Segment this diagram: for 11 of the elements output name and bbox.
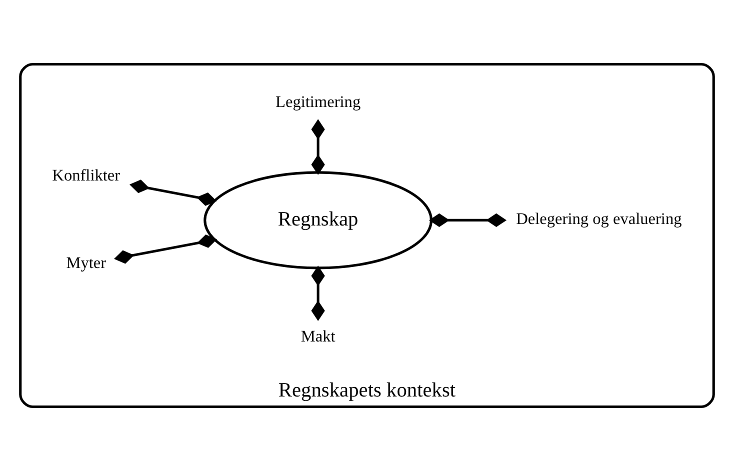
node-text: Legitimering	[276, 92, 361, 111]
connector	[114, 234, 218, 264]
node-ellipse: Regnskap	[204, 171, 433, 270]
node-text: Konflikter	[52, 165, 120, 184]
connector	[429, 213, 507, 228]
node-text: Delegering og evaluering	[516, 209, 682, 228]
connector	[311, 266, 325, 321]
connector	[311, 119, 325, 175]
node-text: Myter	[66, 252, 106, 272]
node-text: Makt	[300, 326, 336, 346]
connector	[130, 180, 217, 206]
